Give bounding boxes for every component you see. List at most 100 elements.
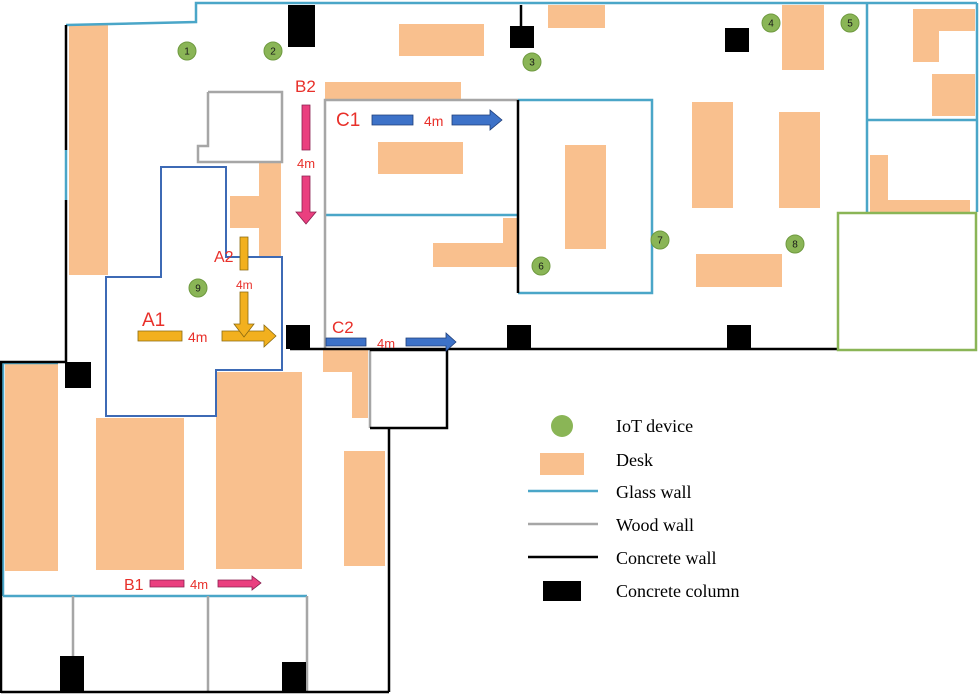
iot-device-icon	[531, 256, 551, 276]
iot-device-label: 1	[184, 47, 190, 58]
desk	[503, 218, 518, 243]
concrete-column	[282, 662, 306, 692]
path-b1-distance: 4m	[190, 577, 208, 592]
desk	[433, 243, 518, 267]
pink-arrow-icon	[295, 175, 317, 225]
iot-device-label: 2	[270, 47, 276, 58]
desk	[939, 9, 975, 31]
desk	[344, 451, 385, 566]
pink-arrow-icon	[217, 575, 262, 591]
legend-concrete-label: Concrete wall	[616, 548, 716, 568]
iot-device-icon	[785, 234, 805, 254]
iot-device-icon	[177, 41, 197, 61]
concrete-wall	[370, 348, 449, 430]
iot-device-label: 5	[847, 19, 853, 30]
concrete-column	[510, 26, 534, 48]
desk	[259, 163, 281, 257]
path-a2-distance: 4m	[236, 278, 253, 292]
iot-device-icon	[263, 41, 283, 61]
iot-device-label: 8	[792, 240, 798, 251]
path-a1-name: A1	[142, 310, 165, 331]
yellow-arrow-icon	[137, 330, 183, 342]
iot-device-label: 6	[538, 262, 544, 273]
legend-iot-label: IoT device	[616, 416, 693, 436]
legend-glass-label: Glass wall	[616, 482, 692, 502]
blue-arrow-icon	[371, 114, 414, 126]
iot-device-label: 3	[529, 58, 535, 69]
glass-wall	[518, 98, 654, 295]
desk	[696, 254, 782, 287]
concrete-column	[286, 325, 310, 349]
desk	[779, 112, 820, 208]
blue-arrow-icon	[451, 109, 503, 131]
path-b2-distance: 4m	[297, 156, 315, 171]
green-room	[836, 211, 978, 352]
path-a1-distance: 4m	[188, 329, 207, 345]
path-a2-name: A2	[214, 249, 234, 266]
desk	[782, 5, 824, 70]
region-a-outline	[105, 166, 283, 417]
legend-column-label: Concrete column	[616, 581, 739, 601]
path-c2-distance: 4m	[377, 336, 395, 351]
desk	[932, 74, 975, 116]
path-c1-distance: 4m	[424, 113, 443, 129]
iot-device-label: 7	[657, 236, 663, 247]
path-c2-name: C2	[332, 318, 354, 337]
concrete-column	[507, 325, 531, 349]
yellow-arrow-icon	[239, 236, 249, 271]
desk	[378, 142, 463, 174]
desk	[323, 350, 368, 372]
desk	[913, 9, 939, 62]
pink-arrow-icon	[149, 579, 185, 588]
concrete-column	[727, 325, 751, 349]
iot-device-icon	[840, 13, 860, 33]
iot-device-icon	[188, 278, 208, 298]
legend-iot-icon	[551, 415, 573, 437]
iot-device-icon	[761, 13, 781, 33]
wood-wall	[323, 98, 518, 350]
glass-wall	[65, 1, 977, 27]
desk	[399, 24, 484, 56]
desk	[692, 102, 733, 208]
desk	[565, 145, 606, 249]
iot-device-label: 4	[768, 19, 774, 30]
path-arrows: A1 4m A2 4m B1 4m B2 4m C1 4m C2 4m	[124, 77, 503, 594]
concrete-column	[288, 5, 315, 47]
iot-device-label: 9	[195, 284, 201, 295]
wood-wall	[196, 90, 284, 164]
yellow-arrow-icon	[221, 324, 277, 348]
legend-desk-label: Desk	[616, 450, 653, 470]
pink-arrow-icon	[301, 104, 311, 151]
legend-wood-label: Wood wall	[616, 515, 694, 535]
desk	[69, 25, 108, 275]
desk	[216, 372, 302, 569]
blue-arrow-icon	[325, 337, 367, 347]
path-c1-name: C1	[336, 110, 360, 131]
desk	[548, 5, 605, 28]
glass-walls	[1, 1, 979, 598]
desk	[325, 82, 461, 100]
desk	[870, 155, 888, 212]
path-b2-name: B2	[295, 77, 316, 96]
legend-column-icon	[543, 581, 581, 601]
desks	[5, 5, 975, 571]
legend-desk-icon	[540, 453, 584, 475]
concrete-column	[65, 362, 91, 388]
iot-devices: 1 2 3 4 5 6 7 8 9	[177, 13, 860, 298]
yellow-arrow-icon	[233, 291, 255, 338]
iot-device-icon	[650, 230, 670, 250]
desk	[888, 200, 970, 212]
desk	[96, 418, 184, 570]
desk	[352, 372, 368, 418]
concrete-column	[60, 656, 84, 692]
desk	[230, 196, 259, 228]
concrete-columns	[60, 5, 751, 692]
path-b1-name: B1	[124, 577, 144, 594]
desk	[5, 363, 58, 571]
concrete-column	[725, 28, 749, 52]
iot-device-icon	[522, 52, 542, 72]
legend: IoT device Desk Glass wall Wood wall Con…	[528, 415, 739, 601]
blue-arrow-icon	[405, 332, 457, 352]
